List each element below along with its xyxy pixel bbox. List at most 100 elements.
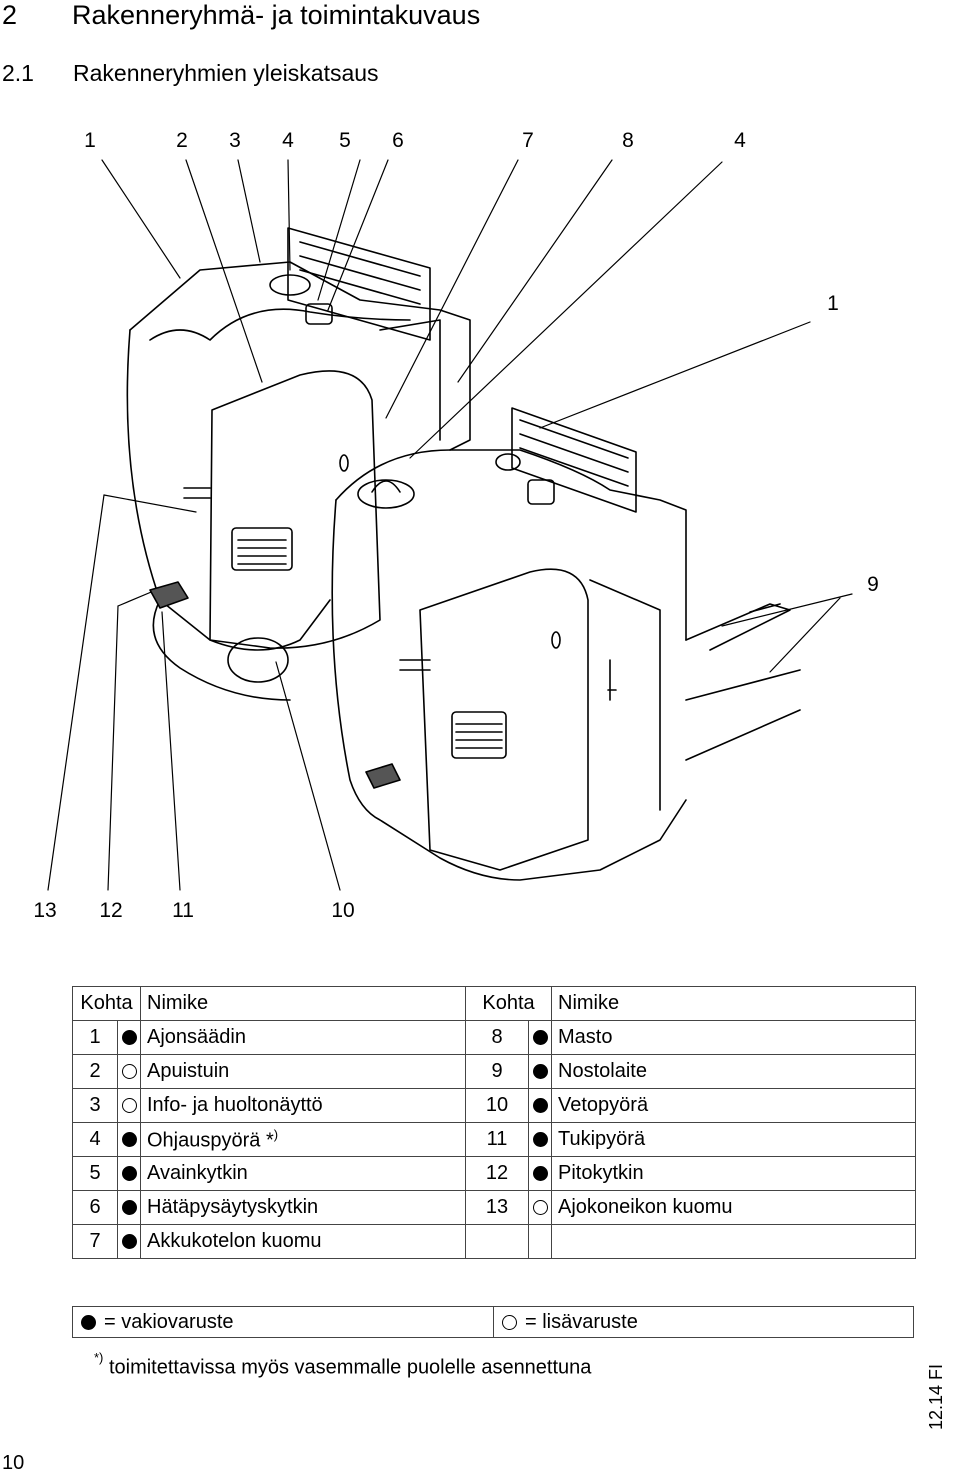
chapter-number: 2: [2, 0, 18, 30]
callout-top-8: 8: [622, 129, 634, 152]
item-name: Pitokytkin: [551, 1156, 916, 1191]
filled-dot-icon: [532, 1098, 548, 1114]
callout-top-6: 6: [392, 129, 404, 152]
chapter-title: Rakenneryhmä- ja toimintakuvaus: [72, 0, 481, 30]
legend-standard-label: = vakiovaruste: [104, 1311, 234, 1333]
item-number: [465, 1224, 529, 1259]
table-header-row: Kohta Nimike Kohta Nimike: [72, 986, 916, 1021]
item-name: Ohjauspyörä *): [140, 1122, 466, 1157]
item-number: 7: [72, 1224, 118, 1259]
footnote-text: toimitettavissa myös vasemmalle puolelle…: [108, 1356, 592, 1379]
item-name-text: Info- ja huoltonäyttö: [147, 1094, 323, 1116]
callout-top-7: 7: [522, 129, 534, 152]
legend-optional: = lisävaruste: [494, 1307, 913, 1337]
equipment-marker: [117, 1190, 141, 1225]
item-name-text: Akkukotelon kuomu: [147, 1230, 322, 1252]
table-row: 6 Hätäpysäytyskytkin 13 Ajokoneikon kuomu: [72, 1190, 916, 1225]
filled-dot-icon: [532, 1030, 548, 1046]
callout-bottom-13: 13: [33, 899, 57, 922]
callout-top-2: 2: [176, 129, 188, 152]
item-name-text: Avainkytkin: [147, 1162, 248, 1184]
item-number: 8: [465, 1020, 529, 1055]
item-number: 1: [72, 1020, 118, 1055]
filled-dot-icon: [81, 1315, 96, 1331]
filled-dot-icon: [532, 1132, 548, 1148]
rear-truck: [126, 227, 471, 701]
item-name: Info- ja huoltonäyttö: [140, 1088, 466, 1123]
empty-dot-icon: [532, 1200, 548, 1216]
revision-date: 12.14 FI: [926, 1363, 946, 1430]
callout-bottom-11: 11: [172, 899, 194, 922]
page-number: 10: [2, 1452, 25, 1474]
filled-dot-icon: [532, 1166, 548, 1182]
callout-top-4: 4: [282, 129, 294, 152]
filled-dot-icon: [121, 1166, 137, 1182]
filled-dot-icon: [121, 1234, 137, 1250]
equipment-marker: [528, 1088, 552, 1123]
equipment-marker: [117, 1054, 141, 1089]
filled-dot-icon: [532, 1064, 548, 1080]
legend: = vakiovaruste = lisävaruste: [72, 1306, 914, 1338]
equipment-marker: [528, 1224, 552, 1259]
legend-optional-label: = lisävaruste: [525, 1311, 638, 1333]
callout-top-3: 3: [229, 129, 241, 152]
equipment-marker: [117, 1088, 141, 1123]
item-name-text: Pitokytkin: [558, 1162, 644, 1184]
callout-top-1: 1: [84, 129, 96, 152]
equipment-marker: [528, 1156, 552, 1191]
footnote-reference: ): [273, 1126, 279, 1142]
item-name-text: Tukipyörä: [558, 1128, 646, 1150]
callout-right-9: 9: [867, 573, 879, 596]
item-name-text: Masto: [558, 1026, 613, 1048]
item-number: 2: [72, 1054, 118, 1089]
item-number: 10: [465, 1088, 529, 1123]
item-name: Masto: [551, 1020, 916, 1055]
table-row: 7 Akkukotelon kuomu: [72, 1224, 916, 1259]
section-title: Rakenneryhmien yleiskatsaus: [73, 60, 379, 86]
equipment-marker: [528, 1020, 552, 1055]
item-number: 11: [465, 1122, 529, 1157]
header-nimike-left: Nimike: [140, 986, 466, 1021]
equipment-marker: [528, 1054, 552, 1089]
item-name-text: Apuistuin: [147, 1060, 230, 1082]
item-number: 6: [72, 1190, 118, 1225]
equipment-marker: [117, 1020, 141, 1055]
empty-dot-icon: [502, 1315, 517, 1331]
item-name-text: Ohjauspyörä *: [147, 1129, 274, 1152]
pallet-truck-illustration: [47, 159, 853, 891]
item-number: 9: [465, 1054, 529, 1089]
item-name: Tukipyörä: [551, 1122, 916, 1157]
item-name: [551, 1224, 916, 1259]
item-number: 4: [72, 1122, 118, 1157]
footnote-mark: *): [94, 1350, 104, 1365]
item-number: 12: [465, 1156, 529, 1191]
filled-dot-icon: [121, 1030, 137, 1046]
item-number: 3: [72, 1088, 118, 1123]
header-kohta-left: Kohta: [72, 986, 141, 1021]
equipment-marker: [528, 1190, 552, 1225]
equipment-marker: [117, 1224, 141, 1259]
callout-bottom-10: 10: [331, 899, 355, 922]
item-name-text: Ajokoneikon kuomu: [558, 1196, 733, 1218]
item-name-text: Hätäpysäytyskytkin: [147, 1196, 319, 1218]
item-number: 5: [72, 1156, 118, 1191]
callout-bottom-12: 12: [99, 899, 123, 922]
item-name: Hätäpysäytyskytkin: [140, 1190, 466, 1225]
empty-dot-icon: [121, 1098, 137, 1114]
item-name: Ajokoneikon kuomu: [551, 1190, 916, 1225]
table-row: 3 Info- ja huoltonäyttö 10 Vetopyörä: [72, 1088, 916, 1123]
equipment-marker: [117, 1156, 141, 1191]
item-name-text: Vetopyörä: [558, 1094, 649, 1116]
leader-lines: [47, 159, 853, 891]
equipment-marker: [528, 1122, 552, 1157]
header-kohta-right: Kohta: [465, 986, 552, 1021]
item-number: 13: [465, 1190, 529, 1225]
item-name: Ajonsäädin: [140, 1020, 466, 1055]
legend-standard: = vakiovaruste: [73, 1307, 494, 1337]
table-row: 5 Avainkytkin 12 Pitokytkin: [72, 1156, 916, 1191]
